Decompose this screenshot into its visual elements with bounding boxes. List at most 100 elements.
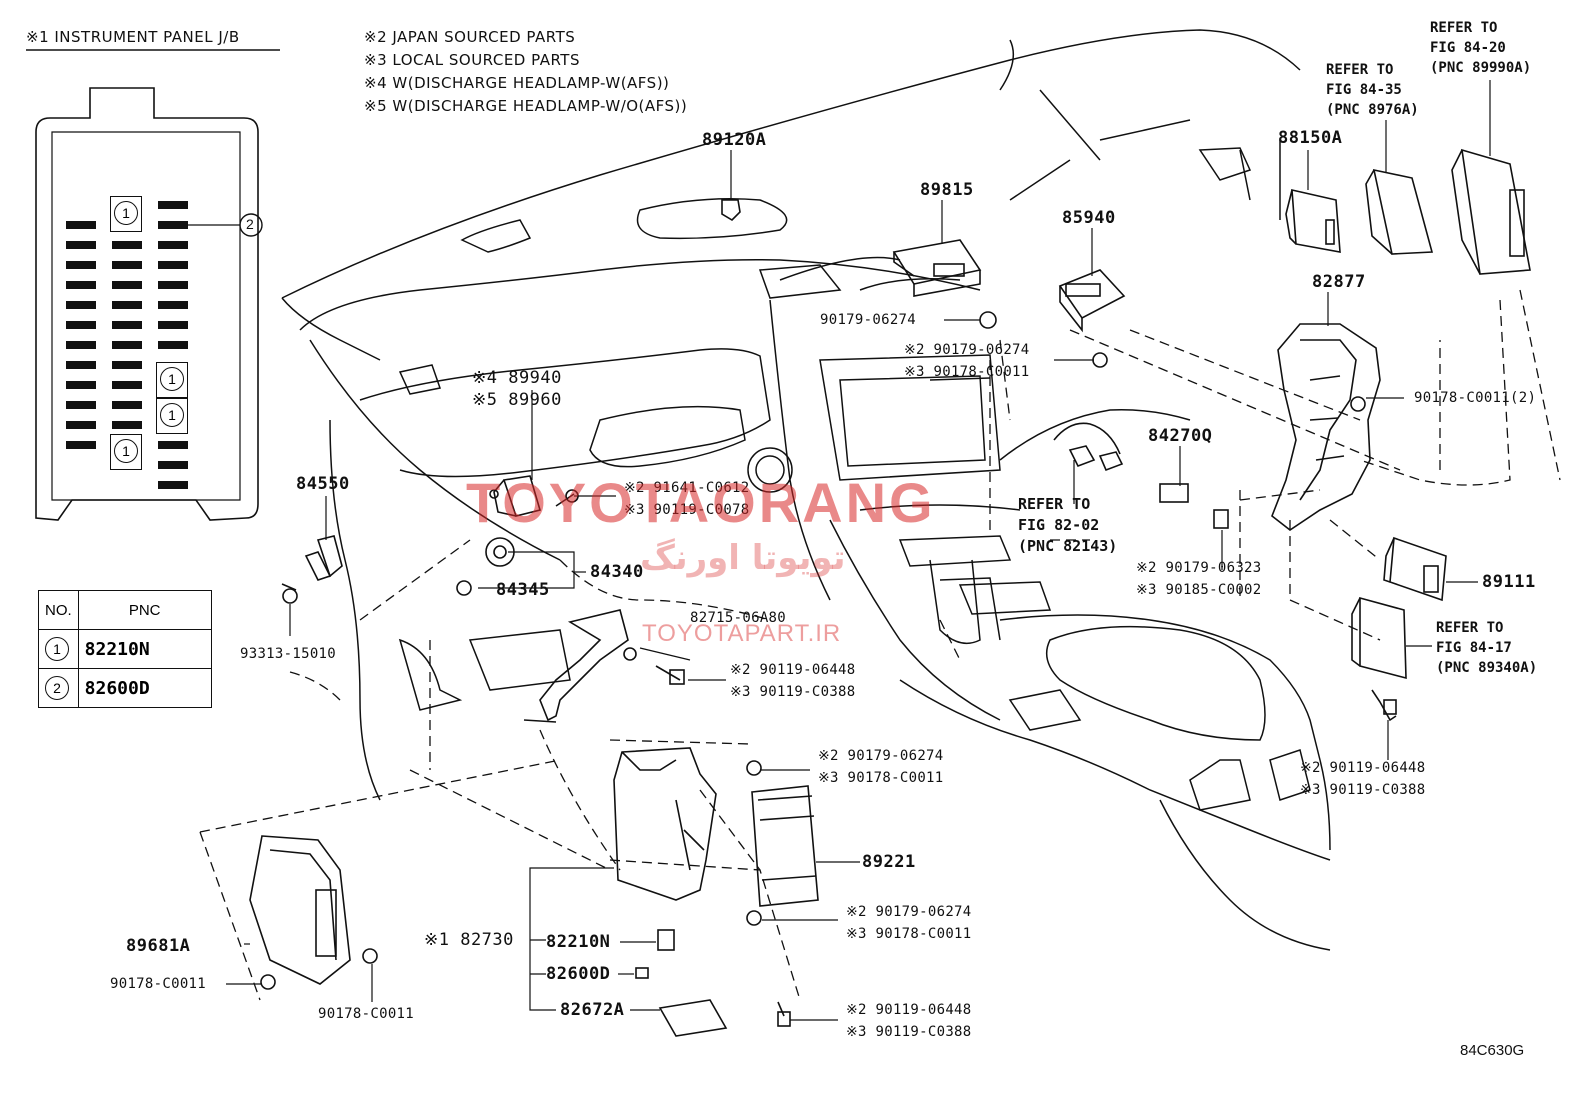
part-bracket-82715: [523, 609, 637, 723]
part-bolt-93313: [281, 583, 298, 604]
label-local-90119-C0388[interactable]: ※3 90119-C0388: [730, 684, 856, 700]
figure-id: 84C630G: [1460, 1042, 1525, 1059]
phantom-lines: [199, 289, 1561, 1001]
jb-callout-box: 1: [156, 362, 188, 398]
part-module-89990A: [1451, 148, 1531, 275]
part-module-8976A: [1365, 168, 1434, 255]
label-82672A[interactable]: 82672A: [560, 1000, 625, 1020]
label-89940[interactable]: ※4 89940: [472, 368, 562, 388]
part-nut-d: [746, 760, 762, 776]
label-90179-06274[interactable]: 90179-06274: [820, 312, 917, 328]
part-84270Q: [1159, 483, 1189, 503]
ref-fig-82-02[interactable]: REFER TO FIG 82-02 (PNC 82143): [1018, 495, 1118, 555]
label-91641-C0612[interactable]: ※2 91641-C0612: [624, 480, 750, 496]
label-82715-06A80[interactable]: 82715-06A80: [690, 610, 787, 626]
part-relay-89120A: [721, 199, 741, 222]
ref-fig-84-17[interactable]: REFER TO FIG 84-17 (PNC 89340A): [1436, 620, 1538, 676]
row-pnc: 82210N: [77, 629, 212, 669]
jb-callout-box: 1: [110, 434, 142, 470]
part-nut-g: [362, 948, 378, 964]
note-without-afs: ※5 W(DISCHARGE HEADLAMP-W/O(AFS)): [364, 97, 688, 115]
part-module-85940: [1058, 269, 1126, 333]
label-jp-90179-06274[interactable]: ※2 90179-06274: [904, 342, 1030, 358]
note-japan-sourced: ※2 JAPAN SOURCED PARTS: [364, 28, 576, 46]
leader-lines: [226, 80, 1491, 1021]
label-82877[interactable]: 82877: [1312, 272, 1366, 292]
watermark-persian: تویوتا اورنگ: [640, 538, 846, 578]
label-84340[interactable]: 84340: [590, 562, 644, 582]
part-switch-89940: [489, 475, 542, 517]
note-with-afs: ※4 W(DISCHARGE HEADLAMP-W(AFS)): [364, 74, 670, 92]
label-84345[interactable]: 84345: [496, 580, 550, 600]
label-84550[interactable]: 84550: [296, 474, 350, 494]
label-82730[interactable]: ※1 82730: [424, 930, 514, 950]
label-mid-90178-C0011[interactable]: ※3 90178-C0011: [818, 770, 944, 786]
label-85940[interactable]: 85940: [1062, 208, 1116, 228]
row-no: 1: [38, 629, 79, 669]
part-bolt-mid: [655, 665, 685, 685]
label-90185-C0002[interactable]: ※3 90185-C0002: [1136, 582, 1262, 598]
label-89681A[interactable]: 89681A: [126, 936, 191, 956]
label-local-90178-C0011[interactable]: ※3 90178-C0011: [904, 364, 1030, 380]
junction-block-outline: [35, 87, 259, 521]
part-fuse-82210N: [657, 929, 675, 951]
row-pnc: 82600D: [77, 668, 212, 708]
label-93313-15010[interactable]: 93313-15010: [240, 646, 337, 662]
ref-fig-84-20[interactable]: REFER TO FIG 84-20 (PNC 89990A): [1430, 20, 1532, 76]
label-mid-90179-06274[interactable]: ※2 90179-06274: [818, 748, 944, 764]
note-local-sourced: ※3 LOCAL SOURCED PARTS: [364, 51, 580, 69]
label-89815[interactable]: 89815: [920, 180, 974, 200]
label-82210N[interactable]: 82210N: [546, 932, 611, 952]
label-90179-06323[interactable]: ※2 90179-06323: [1136, 560, 1262, 576]
label-89120A[interactable]: 89120A: [702, 130, 767, 150]
part-ecu-89221: [751, 785, 819, 907]
jb-callout-2-text: 2: [246, 216, 254, 232]
fuse-slots: [66, 201, 188, 489]
part-module-89815: [892, 239, 982, 297]
label-bottom-90178-C0011[interactable]: 90178-C0011: [318, 1006, 415, 1022]
label-82600D[interactable]: 82600D: [546, 964, 611, 984]
label-bottom-90119-06448[interactable]: ※2 90119-06448: [846, 1002, 972, 1018]
label-low-90179-06274[interactable]: ※2 90179-06274: [846, 904, 972, 920]
label-88150A[interactable]: 88150A: [1278, 128, 1343, 148]
header-pnc: PNC: [77, 590, 212, 630]
label-89960[interactable]: ※5 89960: [472, 390, 562, 410]
row-no: 2: [38, 668, 79, 708]
part-module-88150A: [1285, 188, 1341, 253]
dashboard-body: [281, 29, 1331, 951]
jb-title: ※1 INSTRUMENT PANEL J/B: [26, 28, 240, 46]
jb-callout-box: 1: [156, 398, 188, 434]
part-nut-f: [260, 974, 276, 990]
watermark-site: TOYOTAPART.IR: [642, 620, 842, 647]
label-left-90178-C0011[interactable]: 90178-C0011: [110, 976, 207, 992]
pnc-table: NO. PNC 1 82210N 2 82600D: [38, 590, 212, 708]
ref-fig-84-35[interactable]: REFER TO FIG 84-35 (PNC 8976A): [1326, 62, 1419, 118]
jb-callout-box: 1: [110, 196, 142, 232]
label-89111[interactable]: 89111: [1482, 572, 1536, 592]
label-jp-90119-06448[interactable]: ※2 90119-06448: [730, 662, 856, 678]
part-nut-a: [979, 311, 997, 329]
part-harness-82143: [1053, 422, 1124, 472]
part-82600D: [635, 967, 649, 979]
label-84270Q[interactable]: 84270Q: [1148, 426, 1213, 446]
watermark-latin: TOYOTAORANG: [466, 471, 936, 534]
part-nut-e: [746, 910, 762, 926]
label-90178-C0011-2[interactable]: 90178-C0011(2): [1414, 390, 1537, 406]
label-bottom-90119-C0388[interactable]: ※3 90119-C0388: [846, 1024, 972, 1040]
callout-2-circle: [239, 213, 263, 237]
table-row: 2 82600D: [38, 668, 212, 708]
label-90119-C0078[interactable]: ※3 90119-C0078: [624, 502, 750, 518]
part-84345: [456, 580, 472, 596]
part-cover-82672A: [658, 999, 728, 1037]
part-bolt-bottom: [777, 1001, 791, 1027]
part-ecu-82730: [613, 747, 717, 901]
label-right-90119-C0388[interactable]: ※3 90119-C0388: [1300, 782, 1426, 798]
part-clip-a: [1213, 509, 1229, 529]
part-nut-b: [1092, 352, 1108, 368]
label-89221[interactable]: 89221: [862, 852, 916, 872]
header-no: NO.: [38, 590, 79, 630]
label-low-90178-C0011[interactable]: ※3 90178-C0011: [846, 926, 972, 942]
label-right-90119-06448[interactable]: ※2 90119-06448: [1300, 760, 1426, 776]
